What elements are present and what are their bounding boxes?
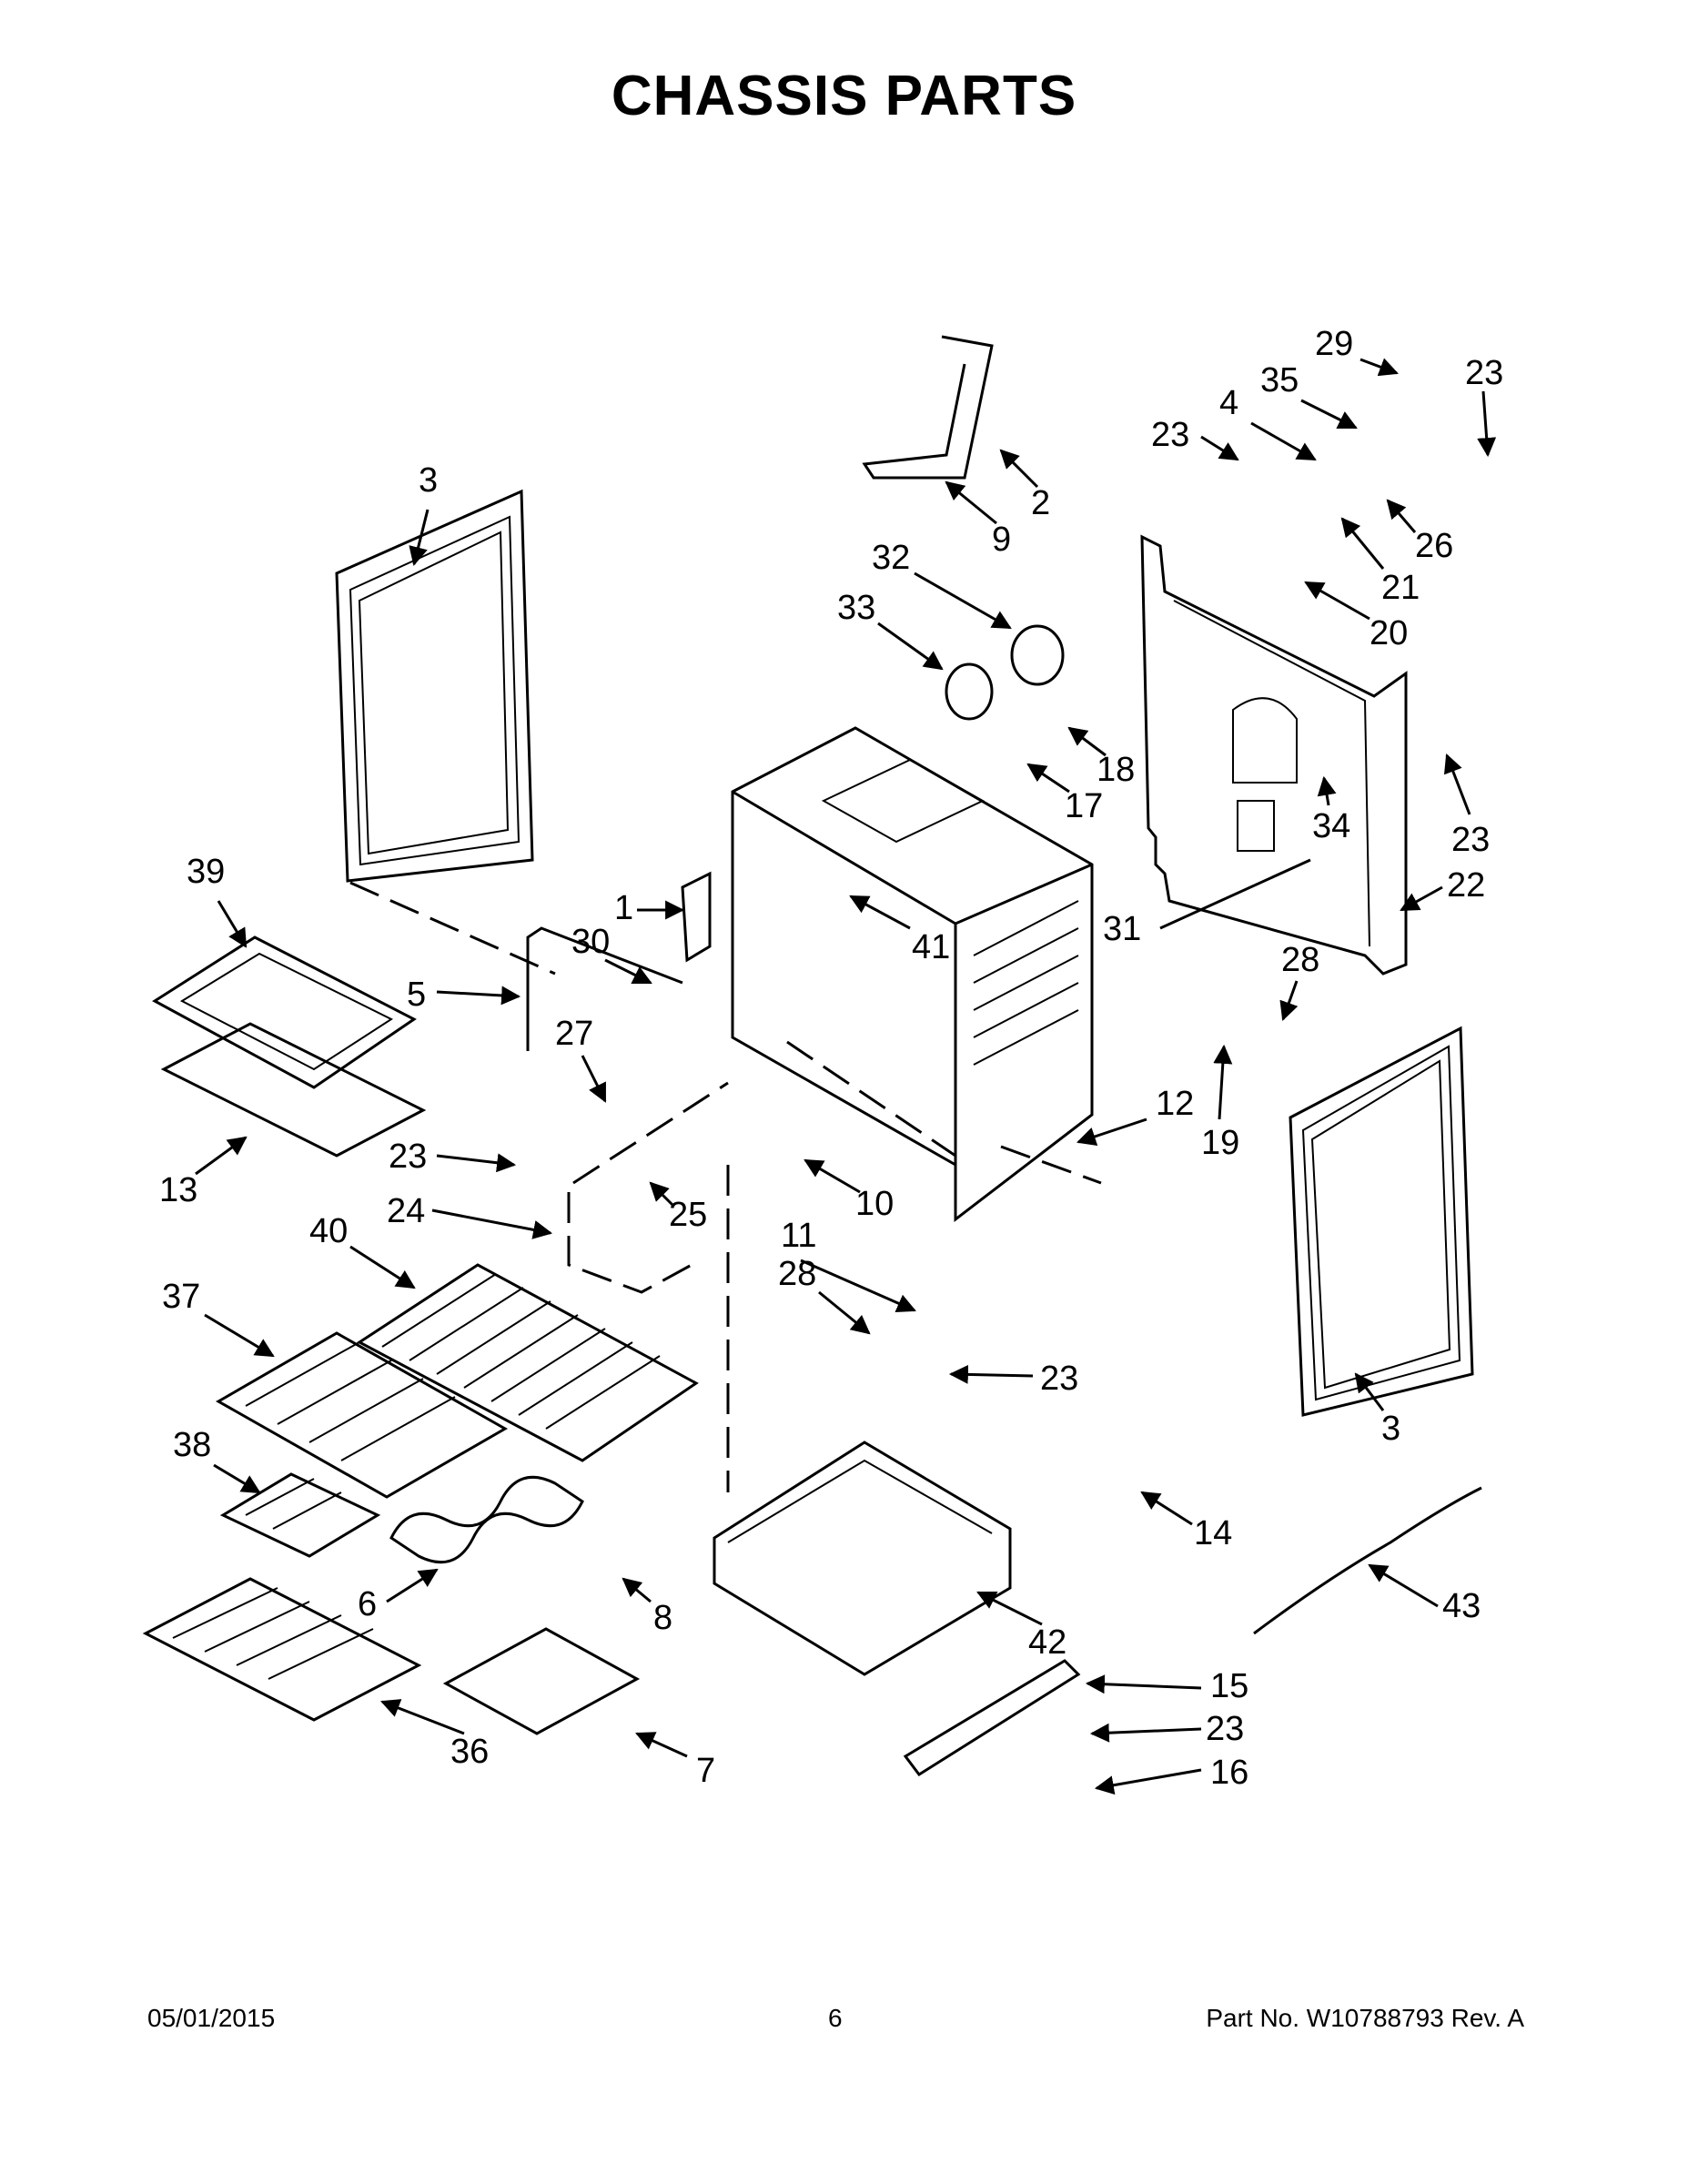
broil-pan — [152, 935, 427, 1158]
callout-31: 31 — [1103, 910, 1141, 948]
callout-14: 14 — [1194, 1514, 1232, 1552]
callout-28: 28 — [778, 1255, 816, 1293]
fan-parts — [945, 624, 1065, 721]
callout-23: 23 — [1206, 1710, 1244, 1748]
callout-9: 9 — [992, 521, 1011, 559]
callout-12: 12 — [1156, 1085, 1194, 1123]
rack-36 — [142, 1577, 422, 1722]
drawer-slide-15 — [903, 1659, 1081, 1777]
callout-40: 40 — [309, 1212, 348, 1250]
callout-15: 15 — [1210, 1667, 1248, 1705]
callout-38: 38 — [173, 1426, 211, 1464]
callout-24: 24 — [387, 1192, 425, 1230]
part-3-left-frame — [335, 489, 534, 883]
callout-23: 23 — [1451, 821, 1490, 859]
wire-harness-43 — [1253, 1486, 1482, 1635]
callout-30: 30 — [571, 923, 610, 961]
callout-42: 42 — [1028, 1623, 1066, 1662]
callout-4: 4 — [1219, 384, 1238, 422]
callout-28: 28 — [1281, 941, 1319, 979]
callout-19: 19 — [1201, 1124, 1239, 1162]
callout-5: 5 — [407, 976, 426, 1014]
callout-23: 23 — [1151, 416, 1189, 454]
callout-23: 23 — [389, 1138, 427, 1176]
callout-3: 3 — [419, 461, 438, 500]
gasket-5 — [526, 926, 683, 1051]
callout-18: 18 — [1097, 751, 1135, 789]
callout-17: 17 — [1065, 787, 1103, 825]
callouts: 3 39 13 5 1 30 27 23 24 25 40 37 — [159, 325, 1503, 1795]
bake-element — [389, 1475, 641, 1735]
callout-33: 33 — [837, 589, 875, 627]
callout-29: 29 — [1315, 325, 1353, 363]
callout-13: 13 — [159, 1171, 197, 1209]
callout-41: 41 — [912, 928, 950, 966]
drawer-42 — [713, 1441, 1012, 1676]
callout-23: 23 — [1465, 354, 1503, 392]
footer-date: 05/01/2015 — [147, 2004, 276, 2032]
callout-16: 16 — [1210, 1754, 1248, 1792]
bracket-9 — [862, 335, 994, 480]
callout-26: 26 — [1415, 527, 1453, 565]
callout-1: 1 — [614, 889, 633, 927]
callout-36: 36 — [450, 1733, 489, 1771]
callout-25: 25 — [669, 1196, 707, 1234]
footer-page-number: 6 — [828, 2004, 843, 2032]
rack-40 — [357, 1263, 699, 1462]
callout-21: 21 — [1381, 569, 1420, 607]
callout-20: 20 — [1370, 614, 1408, 652]
callout-32: 32 — [872, 539, 910, 577]
callout-2: 2 — [1031, 484, 1050, 522]
callout-6: 6 — [358, 1585, 377, 1623]
callout-23: 23 — [1040, 1360, 1078, 1398]
callout-37: 37 — [162, 1278, 200, 1316]
rack-37 — [215, 1331, 509, 1499]
callout-39: 39 — [187, 853, 225, 891]
callout-7: 7 — [696, 1752, 715, 1790]
callout-27: 27 — [555, 1015, 593, 1053]
oven-cavity — [731, 726, 1094, 1223]
callout-35: 35 — [1260, 361, 1299, 399]
callout-3: 3 — [1381, 1410, 1400, 1448]
callout-43: 43 — [1442, 1587, 1481, 1625]
callout-10: 10 — [855, 1185, 894, 1223]
callout-34: 34 — [1312, 807, 1350, 845]
callout-11: 11 — [781, 1217, 816, 1255]
part-3-right-frame — [1289, 1026, 1474, 1417]
assembly-lines — [349, 881, 1102, 1492]
page-title: CHASSIS PARTS — [611, 65, 1077, 127]
bracket-1 — [681, 871, 712, 963]
back-panel — [1140, 534, 1408, 976]
callout-22: 22 — [1447, 866, 1485, 905]
footer-part-number: Part No. W10788793 Rev. A — [1206, 2004, 1524, 2032]
callout-8: 8 — [653, 1599, 672, 1637]
rack-38 — [219, 1472, 381, 1558]
